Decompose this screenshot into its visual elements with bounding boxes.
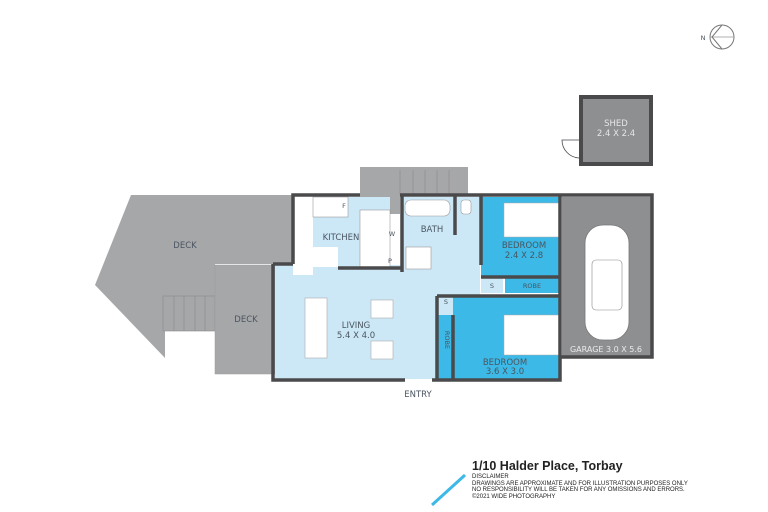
car-icon [584, 224, 630, 341]
bedroom-2-size: 3.6 X 3.0 [486, 367, 524, 377]
armchair-1 [370, 299, 394, 319]
deck-small [214, 264, 276, 375]
robe-2-label: ROBE [443, 331, 451, 349]
shed-label: SHED [604, 119, 628, 129]
bedroom-1-label: BEDROOM [502, 241, 546, 251]
robe-1-label: ROBE [523, 282, 541, 290]
toilet [460, 199, 472, 215]
shed-size: 2.4 X 2.4 [597, 129, 635, 139]
brand-slash [430, 473, 467, 507]
bed-2 [503, 314, 560, 356]
compass-letter: N [701, 34, 706, 42]
fridge-label: F [342, 202, 346, 210]
bed-1 [503, 202, 560, 238]
store-1-label: S [490, 282, 494, 290]
bath-label: BATH [421, 225, 444, 235]
compass-icon: N [701, 24, 735, 50]
bathtub [404, 199, 451, 217]
property-address: 1/10 Halder Place, Torbay [472, 459, 623, 473]
disclaimer: DISCLAIMER DRAWINGS ARE APPROXIMATE AND … [472, 474, 688, 500]
deck-small-label: DECK [234, 315, 258, 325]
kitchen-label: KITCHEN [323, 233, 360, 243]
armchair-2 [370, 340, 394, 360]
shower [405, 246, 432, 270]
living-size: 5.4 X 4.0 [337, 331, 375, 341]
bedroom-1-size: 2.4 X 2.8 [505, 251, 543, 261]
disclaimer-line-2: NO RESPONSIBILITY WILL BE TAKEN FOR ANY … [472, 487, 685, 494]
washer-label: W [389, 230, 396, 238]
disclaimer-line-3: ©2021 WIDE PHOTOGRAPHY [472, 493, 556, 500]
store-2-label: S [444, 298, 448, 306]
living-label: LIVING [342, 321, 371, 331]
sofa [304, 297, 328, 359]
deck-main [95, 195, 293, 358]
garage-label: GARAGE 3.0 X 5.6 [570, 345, 642, 354]
living-room [275, 265, 437, 379]
shed: SHED 2.4 X 2.4 [561, 95, 653, 166]
disclaimer-line-1: DRAWINGS ARE APPROXIMATE AND FOR ILLUSTR… [472, 480, 688, 487]
entry-label: ENTRY [404, 390, 432, 400]
robe-1 [505, 277, 560, 293]
deck-stairs [162, 295, 216, 332]
pantry-label: P [388, 257, 392, 265]
bedroom-2-label: BEDROOM [483, 358, 527, 368]
walls [271, 193, 654, 382]
deck-main-label: DECK [173, 241, 197, 251]
disclaimer-heading: DISCLAIMER [472, 474, 509, 480]
